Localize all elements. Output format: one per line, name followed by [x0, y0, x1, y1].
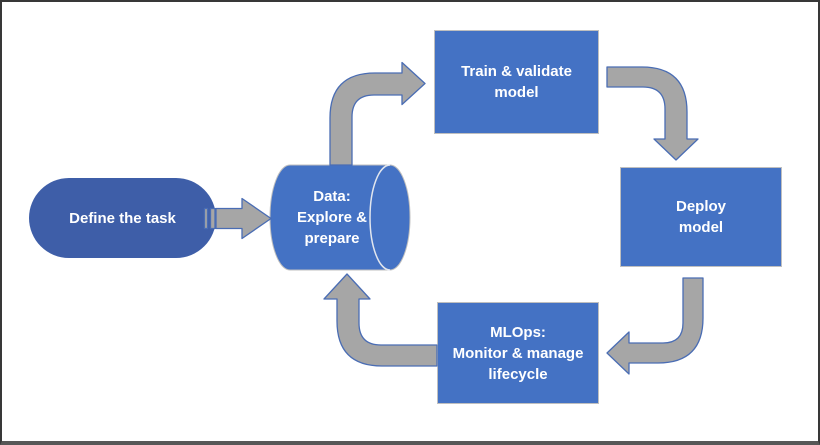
arrow-deploy-to-mlops-icon — [606, 277, 704, 375]
node-data-label-line: Explore & — [296, 209, 368, 226]
arrow-train-to-deploy-icon — [606, 66, 699, 161]
node-mlops-label-line: MLOps: — [490, 323, 546, 341]
node-deploy-label-line: model — [678, 219, 724, 236]
node-define-task: Define the task — [29, 178, 216, 258]
node-mlops-monitor: MLOps: Monitor & manage lifecycle — [437, 302, 599, 404]
node-define-task-label: Define the task — [69, 209, 176, 227]
node-mlops-label-line: lifecycle — [488, 365, 548, 383]
arrow-data-to-train-icon — [329, 61, 426, 166]
arrow-mlops-to-data-icon — [323, 273, 438, 367]
arrow-define-to-data-icon — [215, 197, 272, 240]
node-train-label-line: model — [494, 84, 539, 101]
node-deploy-label-line: Deploy — [675, 198, 726, 215]
node-data-explore-prepare: Data: Explore & prepare — [265, 172, 399, 263]
node-data-label-line: prepare — [304, 230, 360, 247]
node-train-validate-model: Train & validate model — [434, 30, 599, 134]
node-train-label-line: Train & validate — [461, 63, 572, 80]
node-mlops-label-line: Monitor & manage — [452, 344, 584, 362]
node-deploy-model: Deploy model — [620, 167, 782, 267]
node-data-label-line: Data: — [313, 188, 351, 205]
